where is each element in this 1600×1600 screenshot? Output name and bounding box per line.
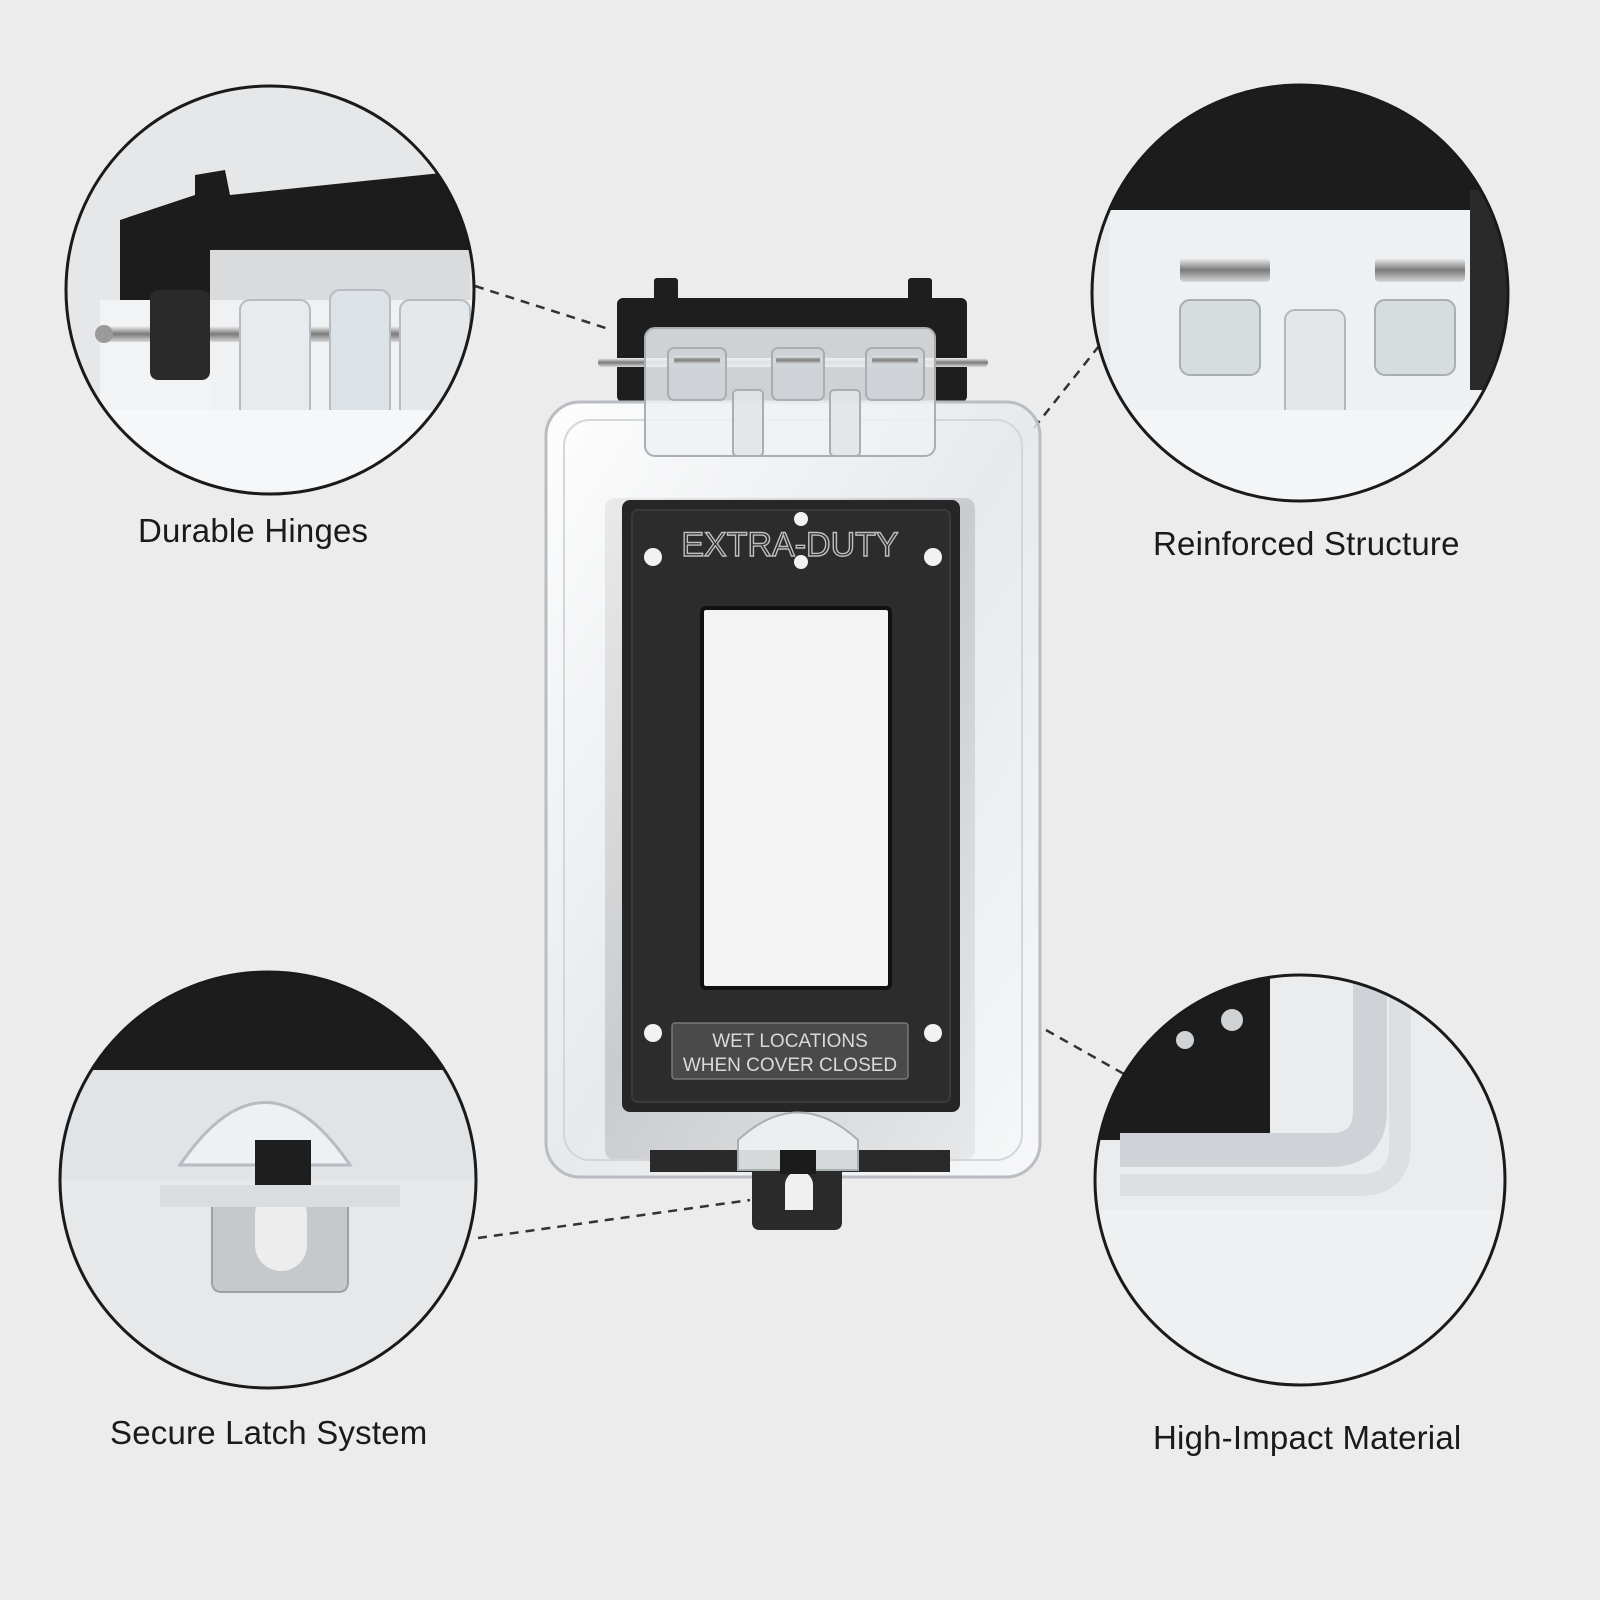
label-line-2: WHEN COVER CLOSED [683, 1055, 897, 1076]
caption-durable-hinges: Durable Hinges [138, 512, 369, 549]
label-line-1: WET LOCATIONS [712, 1031, 868, 1052]
detail-circle-material [1093, 973, 1507, 1387]
extra-duty-text: EXTRA-DUTY [681, 526, 898, 564]
detail-circle-hinges [64, 84, 476, 496]
callout-line-hinges [474, 284, 613, 332]
caption-secure-latch-system: Secure Latch System [110, 1414, 428, 1451]
clear-hinge-knuckles [644, 327, 936, 457]
hinge-pins [674, 356, 918, 364]
device-opening [700, 606, 892, 990]
weatherproof-cover: EXTRA-DUTY WET LOCATIONS WHEN COVER CLOS… [544, 278, 1042, 1230]
callout-line-latch [477, 1198, 751, 1240]
detail-circle-latch [58, 970, 478, 1390]
callout-line-material [1045, 1028, 1141, 1085]
bottom-latch [650, 1111, 950, 1230]
wet-locations-label: WET LOCATIONS WHEN COVER CLOSED [671, 1022, 909, 1080]
caption-high-impact-material: High-Impact Material [1153, 1419, 1462, 1456]
caption-reinforced-structure: Reinforced Structure [1153, 525, 1460, 562]
screw-holes [644, 512, 942, 1042]
detail-circle-structure [1090, 83, 1510, 503]
